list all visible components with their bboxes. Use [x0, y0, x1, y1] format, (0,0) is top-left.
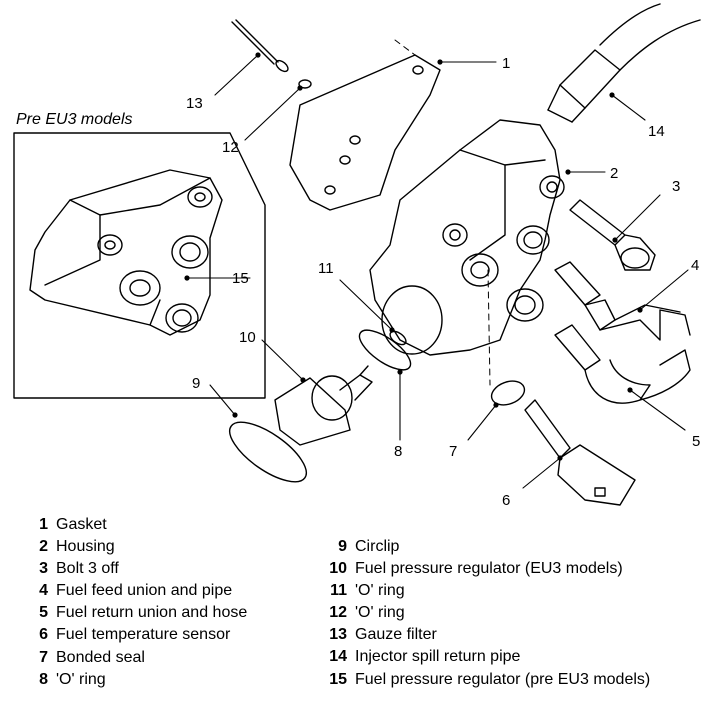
callout-10: 10: [239, 329, 256, 346]
gauze-filter: [231, 19, 289, 73]
legend-label: Gauze filter: [355, 626, 437, 644]
legend-label: 'O' ring: [355, 604, 405, 622]
legend-item-5: 5 Fuel return union and hose: [36, 602, 247, 624]
legend-item-15: 15 Fuel pressure regulator (pre EU3 model…: [327, 669, 650, 691]
callout-8: 8: [394, 443, 402, 460]
fuel-feed-union-pipe: [554, 261, 691, 341]
leader-11: [339, 279, 393, 331]
legend-item-6: 6 Fuel temperature sensor: [36, 624, 247, 646]
legend-item-4: 4 Fuel feed union and pipe: [36, 580, 247, 602]
inset-title: Pre EU3 models: [16, 111, 133, 128]
legend-item-7: 7 Bonded seal: [36, 647, 247, 669]
legend-number: 15: [329, 670, 347, 688]
o-ring-11: [389, 330, 407, 346]
o-ring-8: [358, 329, 412, 371]
legend-label: Gasket: [56, 516, 107, 533]
legend-item-9: 9 Circlip: [327, 536, 650, 558]
legend-label: Fuel temperature sensor: [56, 626, 231, 644]
main-housing: [369, 119, 565, 356]
legend-label: Bolt 3 off: [56, 560, 119, 578]
legend-label: 'O' ring: [355, 582, 405, 600]
legend-item-3: 3 Bolt 3 off: [36, 558, 247, 580]
legend-number: 8: [39, 670, 48, 688]
legend-item-12: 12 'O' ring: [327, 602, 650, 624]
legend-label: Fuel feed union and pipe: [56, 582, 233, 600]
legend-number: 12: [329, 604, 347, 622]
legend-label: Circlip: [355, 538, 400, 555]
callout-12: 12: [222, 139, 239, 156]
callout-3: 3: [672, 178, 680, 195]
leader-3: [614, 194, 661, 241]
legend-number: 3: [39, 560, 48, 578]
legend-number: 11: [330, 582, 347, 600]
legend-number: 6: [39, 626, 48, 644]
leader-9: [209, 384, 236, 416]
bonded-seal: [490, 380, 526, 406]
legend-left-column: 1 Gasket 2 Housing 3 Bolt 3 off 4 Fuel feed …: [36, 514, 247, 691]
legend-item-1: 1 Gasket: [36, 514, 247, 536]
legend-label: Housing: [56, 538, 115, 556]
fuel-temperature-sensor: [524, 399, 636, 506]
leader-14: [611, 94, 646, 121]
legend-number: 5: [39, 604, 48, 622]
leader-7: [467, 404, 497, 441]
legend-label: Bonded seal: [56, 648, 145, 666]
callout-11: 11: [318, 260, 334, 277]
leader-10: [261, 339, 304, 381]
callout-15: 15: [232, 270, 249, 287]
legend-item-2: 2 Housing: [36, 536, 247, 558]
callout-2: 2: [610, 165, 618, 182]
legend-right-column: 9 Circlip 10 Fuel pressure regulator (EU3 …: [327, 536, 650, 691]
callout-7: 7: [449, 443, 457, 460]
legend-label: Injector spill return pipe: [355, 648, 521, 666]
leader-4: [639, 269, 689, 311]
legend-label: 'O' ring: [56, 670, 106, 688]
callout-14: 14: [648, 123, 665, 140]
injector-spill-return-pipe: [547, 3, 701, 123]
callout-1: 1: [502, 55, 510, 72]
legend-number: 4: [39, 582, 48, 600]
leader-6: [522, 457, 561, 489]
legend-item-14: 14 Injector spill return pipe: [327, 646, 650, 668]
centre-line-sensor: [487, 269, 491, 386]
legend-number: 10: [329, 560, 347, 578]
centre-line-gasket: [394, 39, 416, 56]
leader-13: [214, 54, 259, 96]
leader-5: [629, 389, 686, 431]
legend-number: 1: [39, 516, 48, 533]
callout-9: 9: [192, 375, 200, 392]
legend-number: 2: [39, 538, 48, 556]
legend-label: Fuel pressure regulator (pre EU3 models): [355, 670, 651, 688]
legend-number: 14: [329, 648, 347, 666]
legend-number: 7: [39, 648, 48, 666]
gasket: [289, 54, 441, 211]
legend-label: Fuel pressure regulator (EU3 models): [355, 560, 623, 578]
callout-6: 6: [502, 492, 510, 509]
exploded-diagram: Pre EU3 models 1 2 3 4 5 6 7 8 9 10 11 1…: [13, 3, 701, 509]
bolt: [569, 199, 656, 271]
legend-item-11: 11 'O' ring: [327, 580, 650, 602]
callout-5: 5: [692, 433, 700, 450]
fuel-return-union-hose: [554, 324, 691, 404]
inset-frame: [13, 132, 266, 399]
legend-item-10: 10 Fuel pressure regulator (EU3 models): [327, 558, 650, 580]
circlip: [229, 421, 307, 483]
legend-label: Fuel return union and hose: [56, 604, 248, 622]
leader-12: [244, 87, 301, 141]
legend-item-13: 13 Gauze filter: [327, 624, 650, 646]
o-ring-12: [298, 79, 312, 89]
legend-item-8: 8 'O' ring: [36, 669, 247, 691]
callout-13: 13: [186, 95, 203, 112]
legend-number: 13: [329, 626, 347, 644]
inset-housing-drawing: [29, 169, 223, 336]
callout-4: 4: [691, 257, 699, 274]
fuel-pressure-regulator: [274, 365, 373, 446]
legend-number: 9: [338, 538, 347, 555]
